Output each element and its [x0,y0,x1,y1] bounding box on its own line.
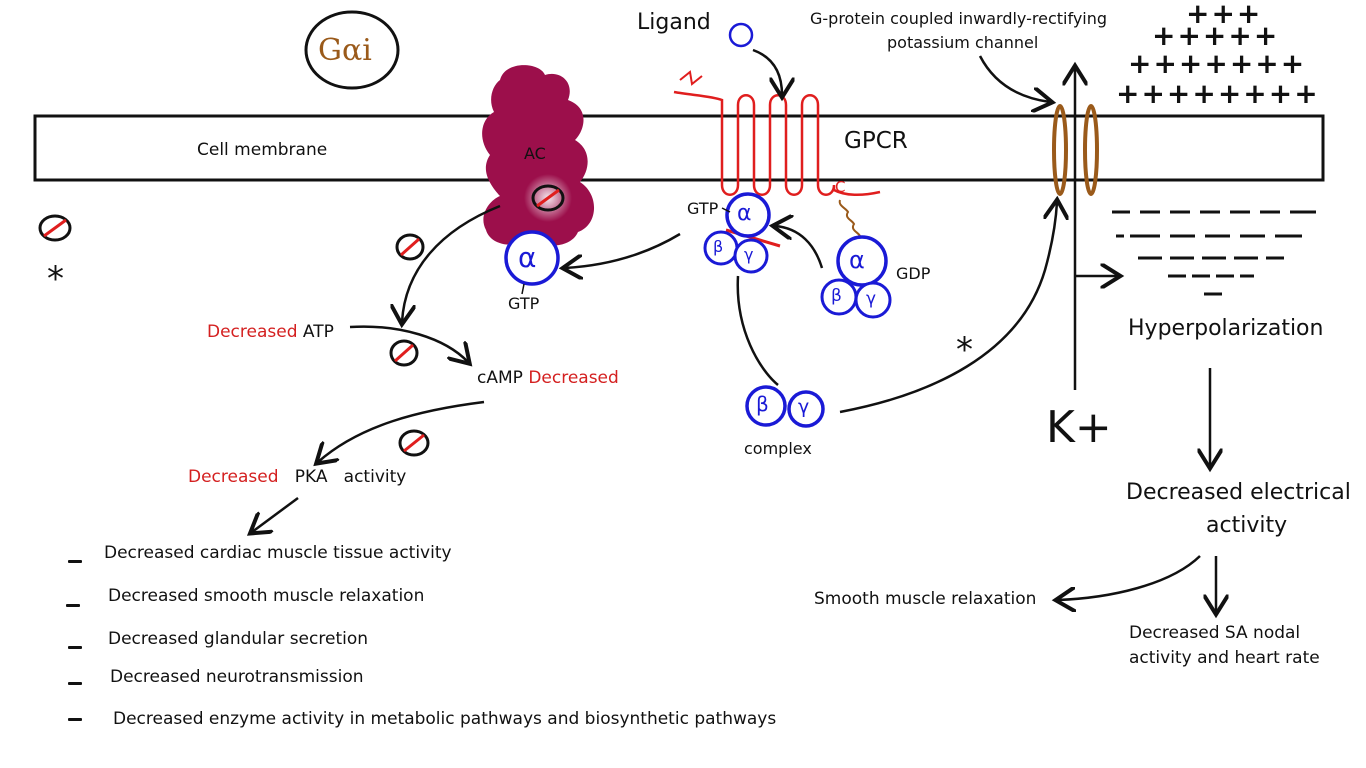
cell-membrane-label: Cell membrane [197,140,328,160]
potassium-ion-label: K+ [1046,402,1112,453]
path-asterisk: * [956,330,973,370]
atp-label: Decreased ATP [207,322,334,342]
g-gamma-center [733,238,769,274]
beta-symbol: β [713,237,724,256]
alpha-symbol: α [737,201,752,226]
legend-asterisk: * [47,259,64,299]
gamma-symbol: γ [866,289,877,309]
decreased-electrical-line2: activity [1206,513,1288,538]
sa-nodal-line1: Decreased SA nodal [1129,623,1301,643]
effect-item: Decreased enzyme activity in metabolic p… [113,709,777,729]
k-channel-right [1083,104,1099,196]
ac-label: AC [524,144,546,163]
inhibition-icon [398,429,430,457]
bullet-dash [66,604,80,607]
g-alpha-gtp-left [504,230,560,286]
legend-inhibition-icon [38,214,72,242]
gpcr-c-tail [838,199,861,237]
positive-charges-row: +++++++ [1128,47,1307,80]
bullet-dash [68,646,82,649]
bullet-dash [68,682,82,685]
pka-label: Decreased PKA activity [188,467,407,487]
decreased-electrical-line1: Decreased electrical [1126,480,1351,505]
channel-label-line1: G-protein coupled inwardly-rectifying [810,9,1108,28]
g-alpha-gdp [836,235,888,287]
bullet-dash [68,560,82,563]
beta-symbol: β [756,392,769,416]
gdp-label: GDP [896,264,931,283]
sa-nodal-line2: activity and heart rate [1129,648,1320,668]
gtp-label-center: GTP [687,199,719,218]
inhibition-icon [389,339,419,367]
k-channel-left [1052,104,1068,196]
cell-membrane [33,114,1325,182]
gpcr-label: GPCR [844,128,908,154]
alpha-symbol: α [849,246,865,274]
gai-logo-text: Gαi [318,33,372,68]
camp-label: cAMP Decreased [477,368,619,388]
gamma-symbol: γ [798,396,810,418]
positive-charges-row: +++++ [1152,19,1280,52]
bullet-dash [68,718,82,721]
g-beta-complex [745,385,787,427]
effect-item: Decreased smooth muscle relaxation [108,586,425,606]
negative-charges [1112,210,1316,296]
inhibition-icon [395,233,425,261]
channel-label-line2: potassium channel [887,33,1039,52]
effect-item: Decreased cardiac muscle tissue activity [104,543,452,563]
positive-charges-row: +++ [1186,0,1263,30]
gai-logo-circle [304,10,400,90]
complex-label: complex [744,439,812,458]
g-gamma-gdp [854,281,892,319]
ligand-label: Ligand [637,10,711,35]
c-terminus-label: C [835,178,846,196]
ligand-icon [728,22,754,48]
inhibition-icon [531,184,565,212]
gtp-label-left: GTP [508,294,540,313]
beta-symbol: β [831,286,842,306]
effect-item: Decreased glandular secretion [108,629,369,649]
alpha-symbol: α [518,241,537,274]
smooth-muscle-label: Smooth muscle relaxation [814,589,1037,609]
gamma-symbol: γ [744,245,754,264]
effect-item: Decreased neurotransmission [110,667,364,687]
hyperpolarization-label: Hyperpolarization [1128,316,1324,341]
g-gamma-complex [787,390,825,428]
positive-charges-row: ++++++++ [1116,77,1320,110]
